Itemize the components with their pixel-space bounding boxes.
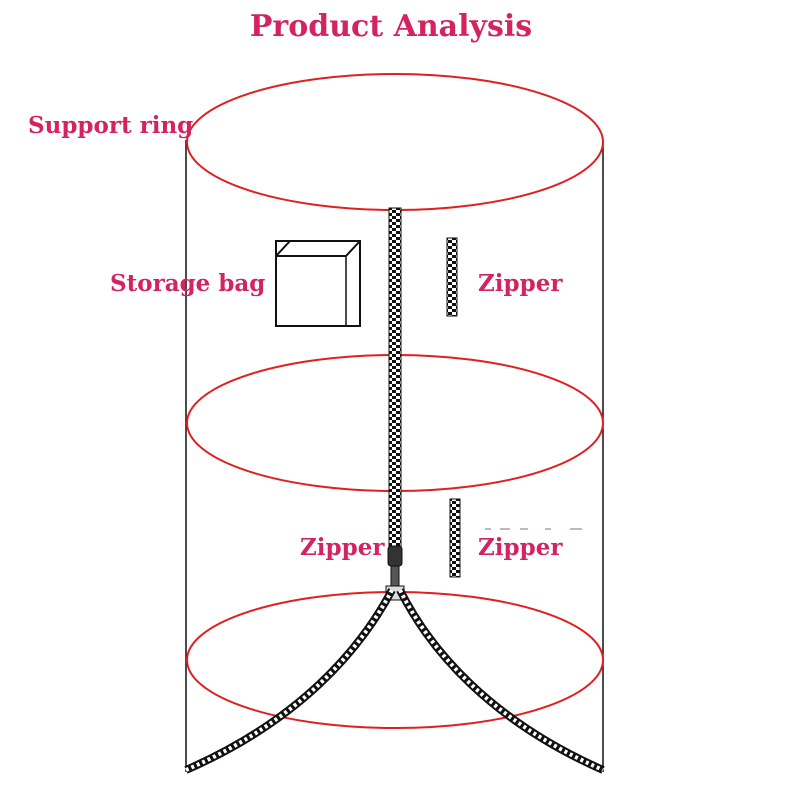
label-support-ring: Support ring — [28, 112, 194, 139]
zipper-branch-right — [396, 588, 605, 774]
label-storage-bag: Storage bag — [110, 270, 266, 297]
page-title: Product Analysis — [249, 9, 533, 44]
storage-bag-icon — [275, 240, 361, 327]
main-zipper — [388, 207, 402, 549]
zipper-branch-left — [184, 588, 396, 774]
side-zipper-bottom — [449, 498, 461, 578]
faint-marks — [485, 528, 582, 530]
label-zipper-middle: Zipper — [300, 534, 385, 561]
label-zipper-top: Zipper — [478, 270, 563, 297]
side-zipper-top — [446, 237, 458, 317]
label-zipper-right: Zipper — [478, 534, 563, 561]
support-ring-top — [186, 73, 604, 211]
support-ring-bottom — [186, 591, 604, 729]
